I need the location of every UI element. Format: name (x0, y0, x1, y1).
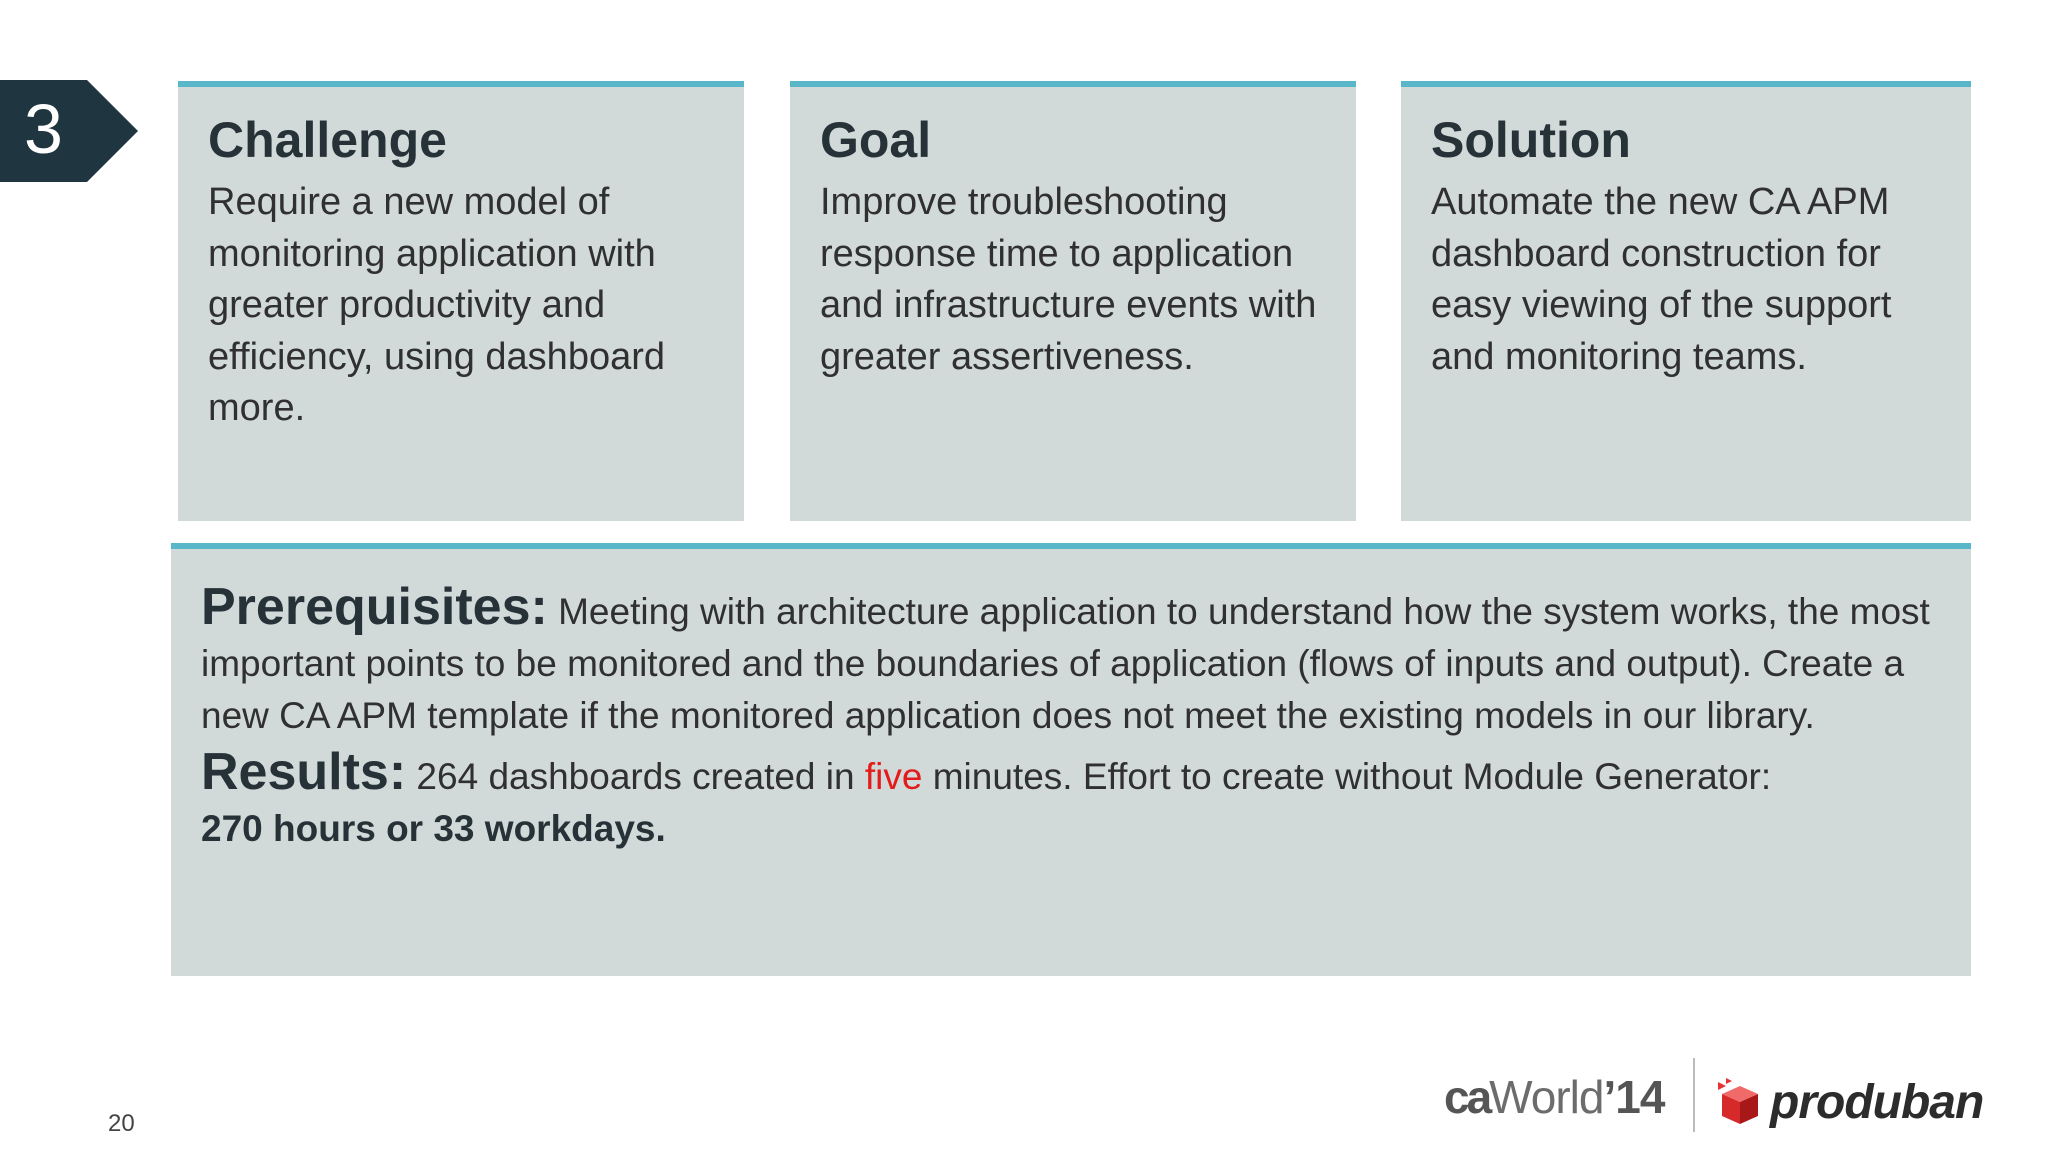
results-effort: 270 hours or 33 workdays. (201, 808, 666, 849)
card-goal: Goal Improve troubleshooting response ti… (790, 81, 1356, 521)
card-challenge: Challenge Require a new model of monitor… (178, 81, 744, 521)
card-title-solution: Solution (1431, 112, 1631, 168)
card-body-challenge: Require a new model of monitoring applic… (208, 181, 666, 429)
card-body-goal: Improve troubleshooting response time to… (820, 181, 1317, 378)
results-label: Results: (201, 743, 407, 801)
ca-logo-year: ’14 (1603, 1071, 1665, 1123)
details-panel: Prerequisites: Meeting with architecture… (171, 543, 1971, 976)
card-title-goal: Goal (820, 112, 932, 168)
prerequisites-paragraph: Prerequisites: Meeting with architecture… (201, 581, 1941, 742)
produban-wordmark: produban (1770, 1075, 1984, 1129)
footer-divider (1693, 1058, 1695, 1132)
ca-world-logo: caWorld’14 (1444, 1070, 1665, 1124)
red-cube-icon (1718, 1078, 1758, 1124)
results-text-start: 264 dashboards created in (406, 756, 865, 797)
results-paragraph: Results: 264 dashboards created in five … (201, 746, 1941, 855)
ca-logo-world: World (1489, 1071, 1604, 1123)
step-number: 3 (24, 90, 63, 168)
results-highlight: five (864, 756, 923, 797)
produban-logo: produban (1714, 1072, 1984, 1132)
card-title-challenge: Challenge (208, 112, 447, 168)
step-badge: 3 (0, 80, 138, 182)
ca-logo-ca: ca (1444, 1071, 1492, 1123)
page-number: 20 (108, 1110, 135, 1137)
card-body-solution: Automate the new CA APM dashboard constr… (1431, 181, 1892, 378)
results-text-end: minutes. Effort to create without Module… (922, 756, 1772, 797)
prerequisites-label: Prerequisites: (201, 578, 548, 636)
card-solution: Solution Automate the new CA APM dashboa… (1401, 81, 1971, 521)
prerequisites-text: Meeting with architecture application to… (201, 591, 1930, 736)
